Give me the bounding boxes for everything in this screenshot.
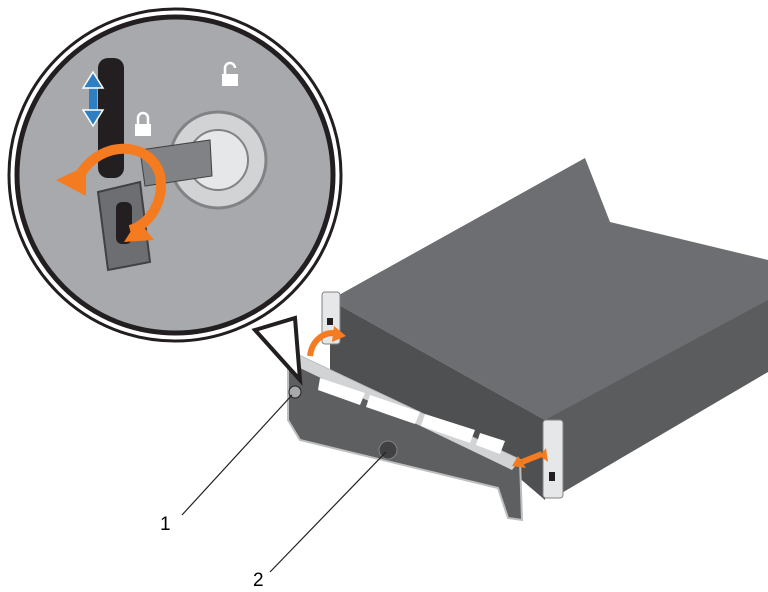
rotate-arrow-icon [75, 143, 166, 235]
callout-1-label: 1 [160, 514, 171, 535]
key [96, 139, 213, 272]
magnifier-inset [7, 7, 343, 386]
callout-2-label: 2 [253, 570, 264, 591]
front-bezel [287, 354, 524, 522]
server-side [545, 300, 768, 494]
release-arrow-icon [520, 451, 544, 465]
callout-1-leader [181, 394, 293, 516]
bezel-vent [421, 414, 475, 443]
lock-closed-icon [135, 111, 151, 136]
bezel-vent [318, 378, 365, 405]
up-down-arrow-icon [81, 70, 105, 128]
lock-slot [98, 58, 124, 178]
lock-open-icon [222, 61, 238, 86]
callout-2-leader [269, 451, 387, 573]
right-rack-ear [542, 419, 564, 499]
bezel-vent [476, 433, 505, 454]
bezel-vent [366, 395, 420, 424]
